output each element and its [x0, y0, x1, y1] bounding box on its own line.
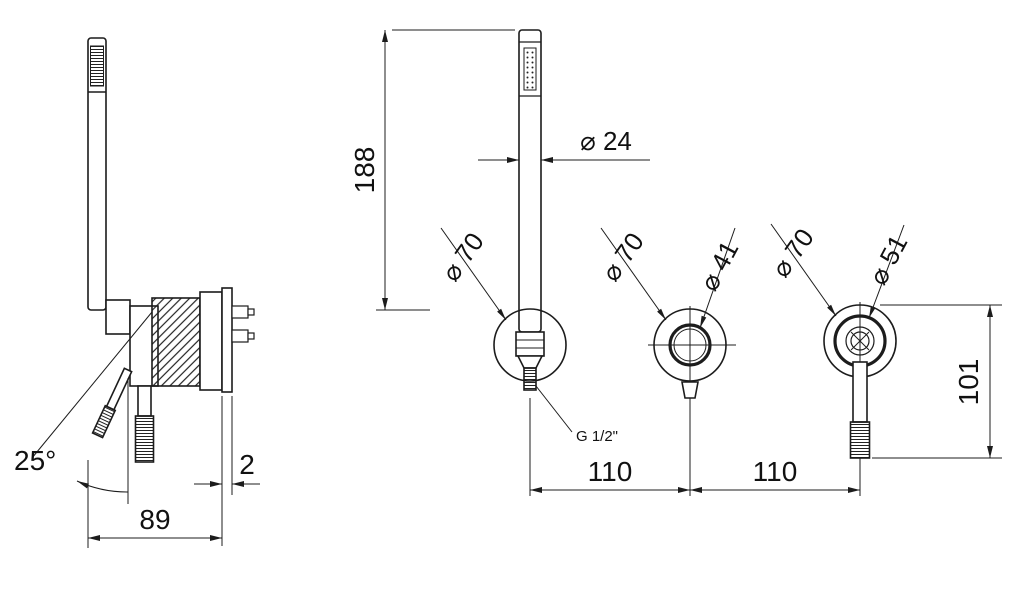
outlet-drop-dimension: 101	[872, 304, 1002, 459]
depth-arrow-left	[88, 535, 100, 541]
hose-connector-side	[137, 385, 152, 417]
length-arrow-top	[382, 30, 388, 42]
spray-face-front	[523, 47, 537, 91]
leader-rosette3	[770, 223, 837, 317]
dia24-arrow-left	[507, 157, 519, 163]
rosette1-diameter-label: ⌀ 70	[435, 227, 489, 287]
cartridge-circle	[668, 323, 712, 367]
angle-arc-arrow	[77, 481, 89, 489]
spray-face-side	[90, 45, 104, 87]
leader-rosette1-arrow	[497, 308, 506, 320]
plate-arrow-right	[232, 481, 244, 487]
supply-connector-bottom	[231, 329, 249, 343]
leader-rosette2-arrow	[657, 308, 666, 320]
front-view: 188 ⌀ 24 G 1/2"	[349, 29, 1002, 496]
hose-front	[852, 361, 868, 423]
leader-rosette3-arrow	[827, 304, 836, 316]
wall-plate-side	[221, 287, 233, 393]
depth-label: 89	[139, 504, 170, 535]
depth-dimension: 89	[87, 460, 222, 548]
rosette2-diameter-label: ⌀ 70	[595, 227, 649, 287]
leader-rosette2	[600, 227, 667, 321]
outlet-rosette	[823, 302, 897, 496]
length-label: 188	[349, 147, 380, 194]
leader-cartridge-arrow	[700, 315, 707, 328]
cartridge-diameter-label: ⌀ 41	[694, 236, 745, 296]
drop-arrow-top	[987, 305, 993, 317]
leader-cartridge	[699, 227, 736, 329]
swivel-circle	[845, 326, 875, 356]
plate-thickness-label: 2	[239, 449, 255, 480]
leader-rosette1	[440, 227, 507, 321]
pitch-dimensions: 110 110	[530, 456, 860, 493]
angle-dimension: 25°	[14, 311, 153, 504]
pitch-arrow-right	[848, 487, 860, 493]
pitch-arrow-left	[530, 487, 542, 493]
outlet-diameter-label: ⌀ 51	[863, 230, 914, 290]
pitch-arrow-mid-left	[678, 487, 690, 493]
holder-rosette: G 1/2"	[493, 308, 618, 496]
handle-diameter-label: ⌀ 24	[580, 126, 632, 156]
side-view: 25° 2 89	[14, 37, 260, 548]
rosette-side	[199, 291, 223, 391]
lever-side	[91, 367, 133, 439]
leader-outlet	[868, 224, 905, 319]
leader-outlet-arrow	[869, 305, 876, 318]
angle-label: 25°	[14, 445, 56, 476]
rosette2-circle	[653, 308, 727, 382]
mixer-body-section	[151, 297, 201, 387]
handle-diameter-dimension: ⌀ 24	[478, 126, 650, 163]
hose-knurl-side	[134, 415, 155, 463]
mixer-rosette	[648, 306, 736, 496]
holder-bracket-side	[105, 299, 131, 335]
supply-nipple-top	[247, 308, 255, 316]
thread-leader-line	[535, 385, 573, 433]
lever-grip	[91, 404, 117, 439]
handshower-side	[87, 37, 107, 311]
swivel-cross-2	[850, 331, 870, 351]
outlet-drop-label: 101	[953, 359, 984, 406]
pitch-left-label: 110	[588, 456, 633, 487]
length-dimension: 188	[349, 29, 515, 311]
thread-label: G 1/2"	[576, 428, 618, 445]
supply-nipple-bottom	[247, 332, 255, 340]
depth-arrow-right	[210, 535, 222, 541]
plate-arrow-left	[210, 481, 222, 487]
mixer-lever-front	[681, 381, 699, 399]
holder-front	[515, 331, 545, 357]
supply-connector-top	[231, 305, 249, 319]
pitch-right-label: 110	[753, 456, 798, 487]
holder-taper	[516, 355, 544, 369]
pitch-arrow-mid-right	[690, 487, 702, 493]
hose-nipple-front	[523, 367, 537, 391]
length-arrow-bottom	[382, 298, 388, 310]
drop-arrow-bottom	[987, 446, 993, 458]
swivel-inner-circle	[850, 331, 870, 351]
angle-leader-line	[31, 311, 153, 459]
plate-thickness-dimension: 2	[194, 396, 260, 546]
rosette3-diameter-label: ⌀ 70	[765, 223, 819, 283]
dia24-arrow-right	[541, 157, 553, 163]
hose-knurl-front	[849, 421, 871, 459]
cartridge-inner-circle	[673, 328, 707, 362]
